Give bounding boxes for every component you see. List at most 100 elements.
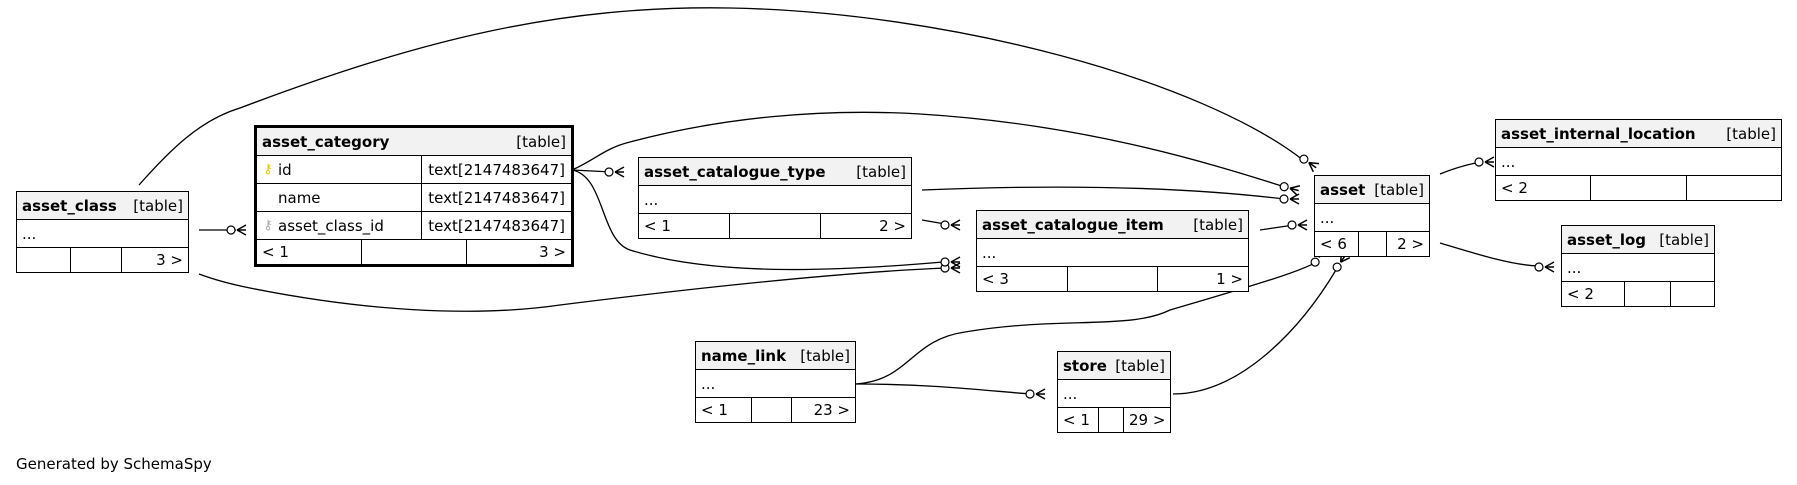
column-row-name: name text[2147483647] [257, 184, 571, 212]
child-count: 2 > [1397, 235, 1424, 253]
crows-foot-marker [940, 256, 961, 268]
relationship-asset-class-to-asset-catalogue-item [198, 262, 961, 312]
relationship-store-to-asset [1172, 251, 1351, 395]
table-asset[interactable]: asset [table] ... < 6 2 > [1314, 175, 1430, 257]
relationship-asset-catalogue-type-to-asset [921, 186, 1300, 205]
ellipsis: ... [982, 243, 997, 262]
table-footer: < 6 2 > [1315, 232, 1429, 256]
column-count [1099, 408, 1124, 432]
parent-count: < 1 [1058, 408, 1099, 432]
crows-foot-marker [1025, 388, 1046, 400]
crows-foot-marker [1279, 193, 1300, 205]
table-type-tag: [table] [856, 162, 906, 181]
column-count [752, 398, 792, 422]
table-type-tag: [table] [1115, 356, 1165, 375]
parent-count: < 3 [977, 267, 1068, 291]
parent-count: < 2 [1562, 282, 1625, 306]
table-type-tag: [table] [1726, 124, 1776, 143]
table-name: asset_catalogue_item [982, 215, 1164, 234]
table-asset-category[interactable]: asset_category [table] ⚷ id text[214748364… [254, 125, 574, 267]
table-asset-class[interactable]: asset_class [table] ... 3 > [16, 191, 189, 273]
table-name: asset_class [22, 196, 117, 215]
column-count [1625, 282, 1671, 306]
table-type-tag: [table] [1374, 180, 1424, 199]
table-type-tag: [table] [800, 346, 850, 365]
table-footer: < 3 1 > [977, 267, 1248, 291]
parent-count: < 1 [696, 398, 752, 422]
table-name: asset_internal_location [1501, 124, 1696, 143]
table-name: name_link [701, 346, 787, 365]
column-count [730, 214, 821, 238]
child-count [1671, 282, 1714, 306]
column-name: asset_class_id [278, 216, 384, 235]
column-count [1359, 232, 1387, 256]
crows-foot-marker [940, 219, 961, 231]
ellipsis: ... [22, 224, 37, 243]
child-count: 23 > [813, 401, 850, 419]
table-type-tag: [table] [516, 132, 566, 151]
table-name: asset_log [1567, 230, 1647, 249]
table-name: asset_catalogue_type [644, 162, 826, 181]
child-count: 3 > [539, 243, 566, 261]
table-footer: < 1 29 > [1058, 408, 1170, 432]
parent-count: < 1 [257, 240, 362, 264]
crows-foot-marker [1287, 219, 1308, 231]
crows-foot-marker [1474, 156, 1495, 168]
table-footer: < 2 [1562, 282, 1714, 306]
child-count: 1 > [1216, 270, 1244, 288]
crows-foot-marker [1534, 261, 1555, 273]
table-type-tag: [table] [1659, 230, 1709, 249]
parent-count: < 6 [1315, 232, 1359, 256]
table-footer: 3 > [17, 248, 188, 272]
relationship-asset-to-asset-log [1439, 242, 1555, 273]
table-asset-catalogue-type[interactable]: asset_catalogue_type [table] ... < 1 2 > [638, 157, 912, 239]
ellipsis: ... [644, 190, 659, 209]
column-name: id [278, 160, 292, 179]
table-store[interactable]: store [table] ... < 1 29 > [1057, 351, 1171, 433]
table-footer: < 1 3 > [257, 240, 571, 264]
relationship-asset-catalogue-item-to-asset [1259, 219, 1308, 231]
table-asset-log[interactable]: asset_log [table] ... < 2 [1561, 225, 1715, 307]
parent-count [17, 248, 71, 272]
table-type-tag: [table] [1193, 215, 1243, 234]
foreign-key-icon: ⚷ [263, 218, 273, 233]
table-name: store [1063, 356, 1107, 375]
ellipsis: ... [1567, 258, 1582, 277]
column-type: text[2147483647] [428, 160, 565, 179]
ellipsis: ... [1320, 208, 1335, 227]
crows-foot-marker [226, 224, 247, 236]
table-footer: < 2 [1496, 176, 1781, 200]
table-type-tag: [table] [133, 196, 183, 215]
relationship-asset-category-to-asset-catalogue-item [571, 169, 961, 271]
ellipsis: ... [1063, 384, 1078, 403]
child-count: 3 > [156, 251, 183, 269]
column-row-asset-class-id: ⚷ asset_class_id text[2147483647] [257, 212, 571, 240]
table-footer: < 1 23 > [696, 398, 855, 422]
table-name: asset_category [262, 132, 390, 151]
parent-count: < 2 [1496, 176, 1592, 200]
table-asset-internal-location[interactable]: asset_internal_location[table] ... < 2 [1495, 119, 1782, 201]
primary-key-icon: ⚷ [263, 162, 273, 177]
child-count: 2 > [879, 217, 906, 235]
crows-foot-marker [604, 166, 625, 178]
table-name-link[interactable]: name_link [table] ... < 1 23 > [695, 341, 856, 423]
relationship-asset-catalogue-type-to-asset-catalogue-item [921, 219, 961, 231]
table-asset-catalogue-item[interactable]: asset_catalogue_item [table] ... < 3 1 > [976, 210, 1249, 292]
column-count [1591, 176, 1687, 200]
relationship-asset-category-to-asset-catalogue-type [571, 166, 625, 178]
table-footer: < 1 2 > [639, 214, 911, 238]
relationship-name-link-to-store [855, 383, 1046, 400]
child-count [1687, 176, 1781, 200]
column-name: name [278, 188, 321, 207]
ellipsis: ... [701, 374, 716, 393]
table-name: asset [1320, 180, 1366, 199]
relationship-asset-class-to-asset-category [199, 224, 247, 236]
relationship-asset-category-to-asset [571, 111, 1301, 196]
column-count [71, 248, 122, 272]
column-row-id: ⚷ id text[2147483647] [257, 156, 571, 184]
crows-foot-marker [1279, 182, 1301, 196]
column-count [362, 240, 467, 264]
relationship-asset-class-to-asset [138, 7, 1320, 186]
column-type: text[2147483647] [428, 216, 565, 235]
